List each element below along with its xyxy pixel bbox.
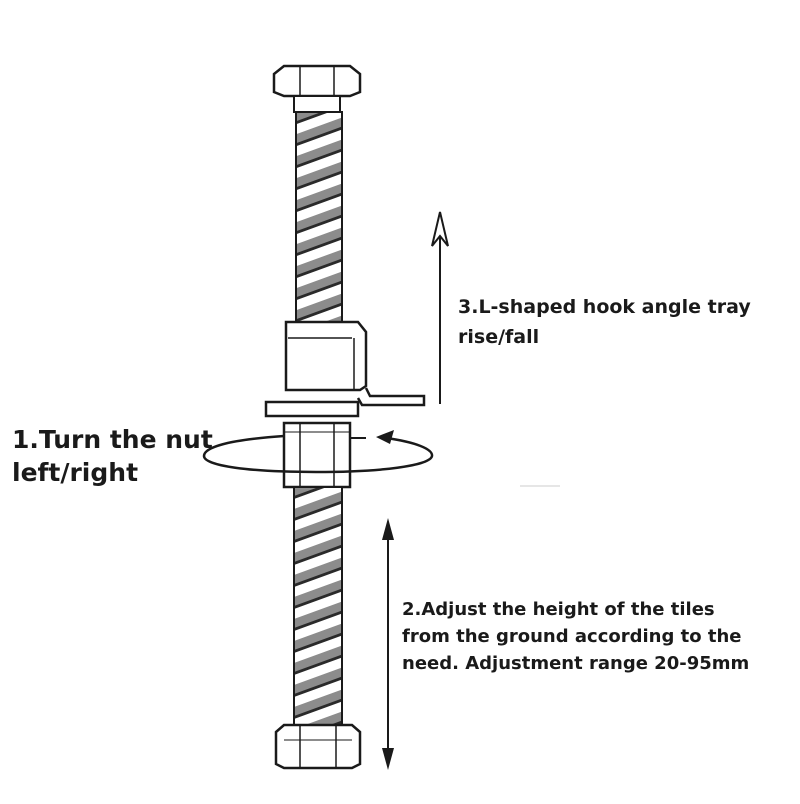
label-hook-tray-line-1: 3.L-shaped hook angle tray	[458, 296, 751, 318]
label-hook-tray-line-2: rise/fall	[458, 326, 540, 348]
bolt-head-top	[272, 64, 362, 113]
bolt-base-bottom	[274, 723, 362, 770]
threaded-rod-upper	[295, 111, 343, 325]
label-adjust-height-line-1: 2.Adjust the height of the tiles	[402, 599, 715, 620]
label-turn-nut: 1.Turn the nut left/right	[12, 423, 213, 489]
label-adjust-height: 2.Adjust the height of the tiles from th…	[402, 596, 749, 677]
label-turn-nut-line-2: left/right	[12, 458, 139, 487]
rise-fall-arrow	[431, 211, 449, 404]
height-range-arrow	[382, 518, 394, 770]
rotation-arrow	[202, 430, 434, 474]
label-adjust-height-line-2: from the ground according to the	[402, 626, 742, 647]
label-adjust-height-line-3: need. Adjustment range 20-95mm	[402, 653, 750, 674]
label-hook-tray: 3.L-shaped hook angle tray rise/fall	[458, 292, 751, 352]
label-turn-nut-line-1: 1.Turn the nut	[12, 425, 213, 454]
hex-nut	[282, 421, 352, 489]
l-shaped-hook-tray	[264, 320, 426, 418]
threaded-rod-lower	[293, 486, 343, 726]
